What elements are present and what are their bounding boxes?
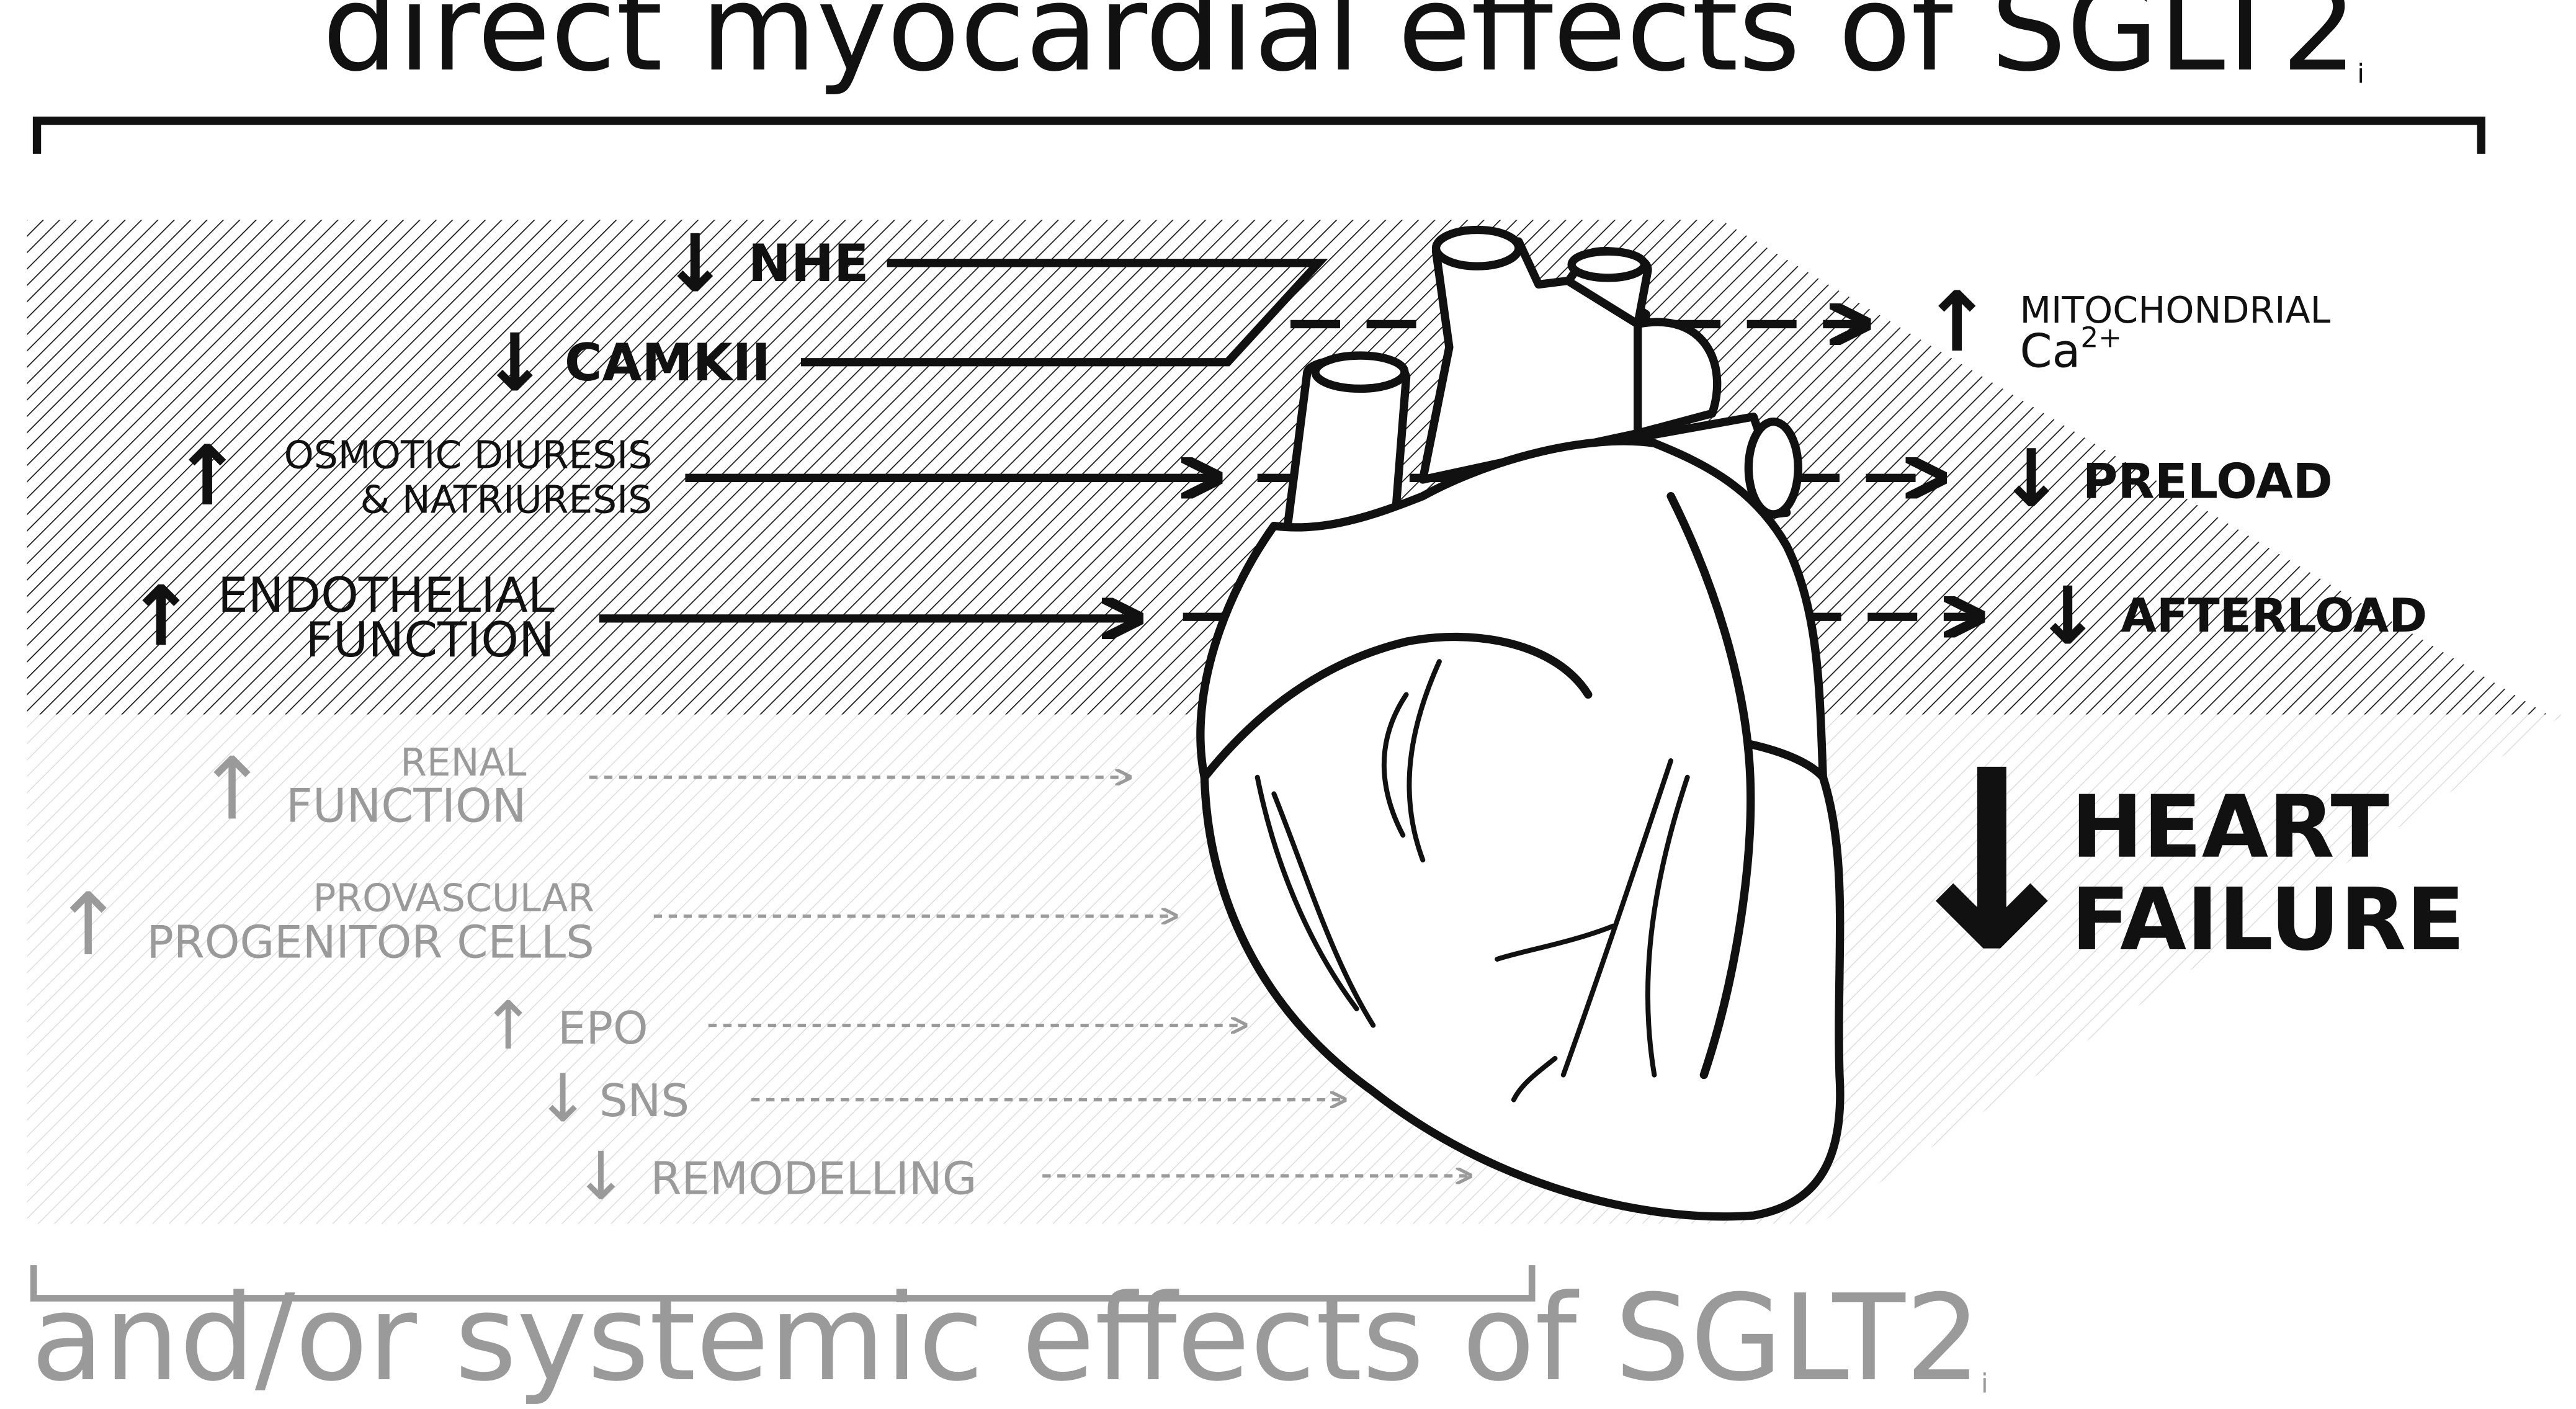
heart-failure-arrow: ↓ — [1888, 718, 2096, 1006]
nhe-arrow: ↓ — [662, 218, 728, 310]
nhe-camkii-connector — [801, 259, 1328, 367]
heart-failure-line1: HEART — [2071, 777, 2389, 877]
direct-effects-bracket — [32, 116, 2485, 154]
indirect-effects-title: indirect and/or systemic effects of SGLT… — [0, 1269, 1988, 1408]
afterload-arrow: ↓ — [2034, 570, 2101, 663]
osmotic-label-line2: & NATRIURESIS — [360, 478, 653, 522]
mitochondrial-label-line2: Ca2+ — [2019, 321, 2122, 378]
camkii-arrow: ↓ — [481, 317, 548, 409]
epo-label: EPO — [558, 1002, 648, 1054]
mitochondrial-label-line1: MITOCHONDRIAL — [2019, 289, 2330, 331]
sns-label: SNS — [599, 1075, 689, 1127]
endothelial-arrow: ↑ — [127, 569, 196, 665]
endothelial-label-line1: ENDOTHELIAL — [218, 568, 555, 624]
indirect-effects-bracket — [30, 1265, 1536, 1302]
renal-arrow: ↑ — [196, 738, 268, 839]
sns-arrow: ↓ — [535, 1060, 591, 1137]
remodelling-label: REMODELLING — [650, 1152, 977, 1204]
provascular-arrow: ↑ — [52, 874, 124, 975]
renal-label-line2: FUNCTION — [286, 779, 527, 833]
preload-arrow: ↓ — [1998, 433, 2065, 526]
mitochondrial-arrow: ↑ — [1922, 274, 1992, 370]
heart-failure-line2: FAILURE — [2071, 869, 2465, 970]
camkii-label: CAMKII — [565, 333, 771, 393]
preload-label: PRELOAD — [2083, 454, 2333, 509]
direct-effects-region — [27, 220, 2547, 715]
provascular-label-line1: PROVASCULAR — [313, 877, 594, 921]
provascular-label-line2: PROGENITOR CELLS — [147, 916, 594, 968]
epo-arrow: ↑ — [481, 988, 536, 1065]
direct-effects-title: direct myocardial effects of SGLT2i — [323, 0, 2365, 98]
remodelling-arrow: ↓ — [573, 1138, 628, 1215]
osmotic-label-line1: OSMOTIC DIURESIS — [284, 433, 652, 477]
heart-icon — [1196, 225, 1845, 1221]
osmotic-arrow: ↑ — [172, 428, 242, 524]
afterload-label: AFTERLOAD — [2121, 589, 2427, 643]
nhe-label: NHE — [748, 234, 869, 293]
renal-label-line1: RENAL — [400, 741, 526, 785]
endothelial-label-line2: FUNCTION — [305, 612, 554, 668]
